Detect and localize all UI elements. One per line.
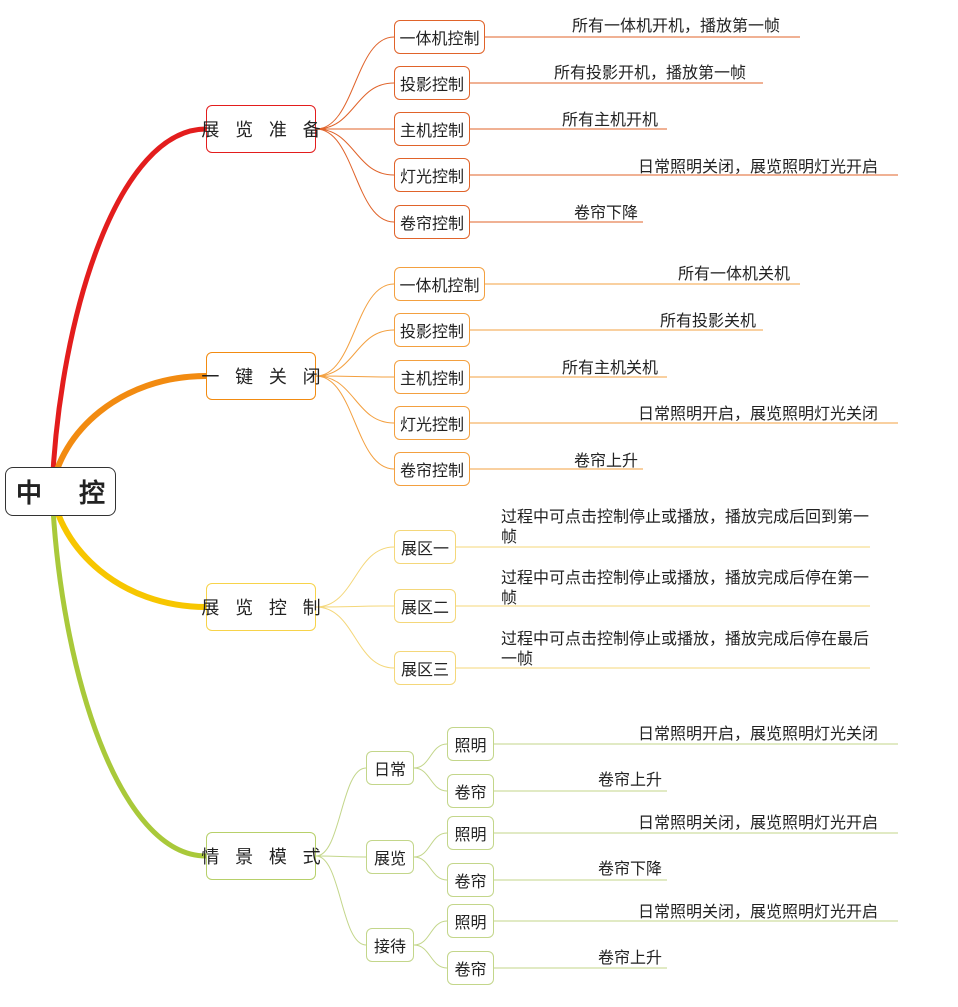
branch-exhibition-control-item[interactable]: 展区一	[394, 530, 456, 564]
leaf-note: 所有主机开机	[562, 110, 659, 129]
leaf-note: 所有一体机关机	[678, 264, 791, 283]
root-node[interactable]: 中 控	[5, 467, 116, 516]
connector	[413, 856, 448, 881]
branch-exhibition-prep-item[interactable]: 投影控制	[394, 66, 470, 100]
connector	[315, 329, 395, 377]
connector	[413, 920, 448, 946]
connector	[315, 36, 395, 130]
branch-exhibition-prep-item[interactable]: 卷帘控制	[394, 205, 470, 239]
leaf-note: 日常照明关闭，展览照明灯光开启	[638, 157, 879, 176]
branch-one-key-off-item[interactable]: 灯光控制	[394, 406, 470, 440]
connector	[315, 283, 395, 377]
leaf-note: 日常照明开启，展览照明灯光关闭	[638, 724, 879, 743]
branch-one-key-off-item[interactable]: 主机控制	[394, 360, 470, 394]
connector	[315, 375, 395, 424]
leaf-note: 所有主机关机	[562, 358, 659, 377]
branch-one-key-off-item[interactable]: 卷帘控制	[394, 452, 470, 486]
connector	[315, 606, 395, 669]
leaf-note: 过程中可点击控制停止或播放，播放完成后停在第一帧	[501, 568, 870, 607]
leaf-note: 过程中可点击控制停止或播放，播放完成后回到第一帧	[501, 507, 870, 546]
scene-mode-item[interactable]: 日常	[366, 751, 414, 785]
branch-scene-mode[interactable]: 情 景 模 式	[201, 832, 321, 880]
connector	[315, 128, 395, 176]
leaf-note: 日常照明开启，展览照明灯光关闭	[638, 404, 879, 423]
leaf-note: 过程中可点击控制停止或播放，播放完成后停在最后一帧	[501, 629, 870, 668]
scene-mode-subitem[interactable]: 卷帘	[447, 951, 494, 985]
branch-exhibition-prep-item[interactable]: 主机控制	[394, 112, 470, 146]
branch-exhibition-control[interactable]: 展 览 控 制	[201, 583, 321, 631]
connector	[315, 128, 395, 223]
connector	[315, 375, 395, 470]
connector	[315, 855, 367, 946]
branch-exhibition-control-item[interactable]: 展区二	[394, 589, 456, 623]
connector	[315, 546, 395, 608]
connector	[315, 855, 367, 858]
leaf-note: 所有一体机开机，播放第一帧	[572, 16, 781, 35]
leaf-note: 日常照明关闭，展览照明灯光开启	[638, 902, 879, 921]
branch-one-key-off-item[interactable]: 投影控制	[394, 313, 470, 347]
connector	[315, 82, 395, 130]
leaf-note: 卷帘上升	[574, 451, 639, 470]
connector	[315, 605, 395, 608]
leaf-note: 卷帘下降	[574, 203, 639, 222]
connector	[315, 375, 395, 378]
scene-mode-subitem[interactable]: 照明	[447, 904, 494, 938]
branch-exhibition-prep-item[interactable]: 灯光控制	[394, 158, 470, 192]
leaf-note: 卷帘上升	[598, 770, 663, 789]
leaf-note: 卷帘上升	[598, 948, 663, 967]
branch-exhibition-control-item[interactable]: 展区三	[394, 651, 456, 685]
branch-ribbon	[49, 487, 209, 859]
scene-mode-subitem[interactable]: 照明	[447, 816, 494, 850]
scene-mode-subitem[interactable]: 卷帘	[447, 863, 494, 897]
leaf-note: 所有投影开机，播放第一帧	[554, 63, 747, 82]
branch-exhibition-prep[interactable]: 展 览 准 备	[201, 105, 321, 153]
branch-exhibition-prep-item[interactable]: 一体机控制	[394, 20, 485, 54]
leaf-note: 所有投影关机	[660, 311, 757, 330]
scene-mode-item[interactable]: 展览	[366, 840, 414, 874]
leaf-note: 日常照明关闭，展览照明灯光开启	[638, 813, 879, 832]
branch-one-key-off[interactable]: 一 键 关 闭	[201, 352, 321, 400]
scene-mode-subitem[interactable]: 卷帘	[447, 774, 494, 808]
leaf-note: 卷帘下降	[598, 859, 663, 878]
scene-mode-item[interactable]: 接待	[366, 928, 414, 962]
connector	[413, 743, 448, 769]
connector	[413, 767, 448, 792]
connector	[413, 832, 448, 858]
branch-one-key-off-item[interactable]: 一体机控制	[394, 267, 485, 301]
scene-mode-subitem[interactable]: 照明	[447, 727, 494, 761]
connector	[315, 767, 367, 857]
connector	[413, 944, 448, 969]
branch-ribbon	[49, 126, 209, 493]
